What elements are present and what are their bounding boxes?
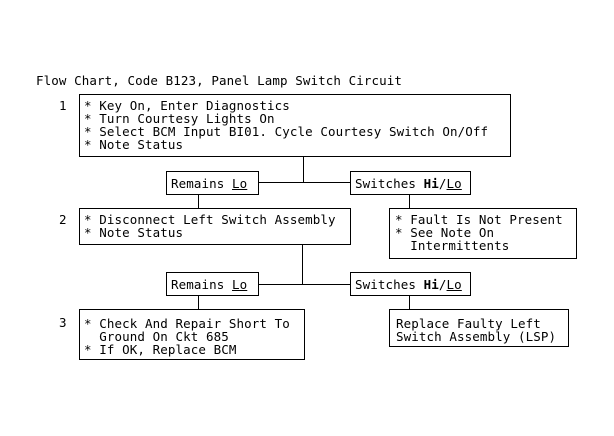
branch-lo-label: Lo — [446, 277, 462, 292]
step-1-box: * Key On, Enter Diagnostics * Turn Court… — [79, 94, 511, 157]
step-1-line-2: * Turn Courtesy Lights On — [84, 111, 275, 126]
branch-lo-label: Lo — [232, 176, 248, 191]
branch-hi-label: Hi — [423, 277, 439, 292]
branch-lo-label: Lo — [232, 277, 248, 292]
result-fault-not-present-box: * Fault Is Not Present * See Note On Int… — [389, 208, 577, 259]
branch-remains-lo-2: Remains Lo — [166, 272, 259, 296]
result-b-line-2: Switch Assembly (LSP) — [396, 329, 557, 344]
branch-slash: / — [438, 176, 447, 191]
step-3-line-1: * Check And Repair Short To — [84, 316, 290, 331]
result-a-line-2: * See Note On — [395, 225, 495, 240]
connector-line — [303, 157, 304, 182]
connector-line — [302, 245, 303, 284]
step-3-line-3: * If OK, Replace BCM — [84, 342, 237, 357]
branch-remains-label: Remains — [171, 176, 233, 191]
step-1-line-3: * Select BCM Input BI01. Cycle Courtesy … — [84, 124, 489, 139]
connector-line — [198, 195, 199, 208]
branch-hi-label: Hi — [423, 176, 439, 191]
step-2-number: 2 — [59, 212, 67, 227]
step-1-number: 1 — [59, 98, 67, 113]
result-a-line-1: * Fault Is Not Present — [395, 212, 563, 227]
branch-switches-hi-lo-1: Switches Hi/Lo — [350, 171, 471, 195]
result-b-line-1: Replace Faulty Left — [396, 316, 541, 331]
step-2-box: * Disconnect Left Switch Assembly * Note… — [79, 208, 351, 245]
step-3-number: 3 — [59, 315, 67, 330]
branch-remains-lo-1: Remains Lo — [166, 171, 259, 195]
step-1-line-4: * Note Status — [84, 137, 184, 152]
step-3-line-2: Ground On Ckt 685 — [84, 329, 229, 344]
step-3-box: * Check And Repair Short To Ground On Ck… — [79, 309, 305, 360]
branch-switches-label: Switches — [355, 277, 424, 292]
branch-remains-label: Remains — [171, 277, 233, 292]
connector-line — [409, 296, 410, 309]
connector-line — [198, 296, 199, 309]
connector-line — [409, 195, 410, 208]
result-a-line-3: Intermittents — [395, 238, 510, 253]
branch-switches-label: Switches — [355, 176, 424, 191]
result-replace-lsp-box: Replace Faulty Left Switch Assembly (LSP… — [389, 309, 569, 347]
connector-line — [259, 182, 350, 183]
chart-title: Flow Chart, Code B123, Panel Lamp Switch… — [36, 73, 403, 88]
branch-lo-label: Lo — [446, 176, 462, 191]
step-1-line-1: * Key On, Enter Diagnostics — [84, 98, 290, 113]
step-2-line-1: * Disconnect Left Switch Assembly — [84, 212, 336, 227]
branch-slash: / — [438, 277, 447, 292]
step-2-line-2: * Note Status — [84, 225, 184, 240]
connector-line — [259, 284, 350, 285]
branch-switches-hi-lo-2: Switches Hi/Lo — [350, 272, 471, 296]
